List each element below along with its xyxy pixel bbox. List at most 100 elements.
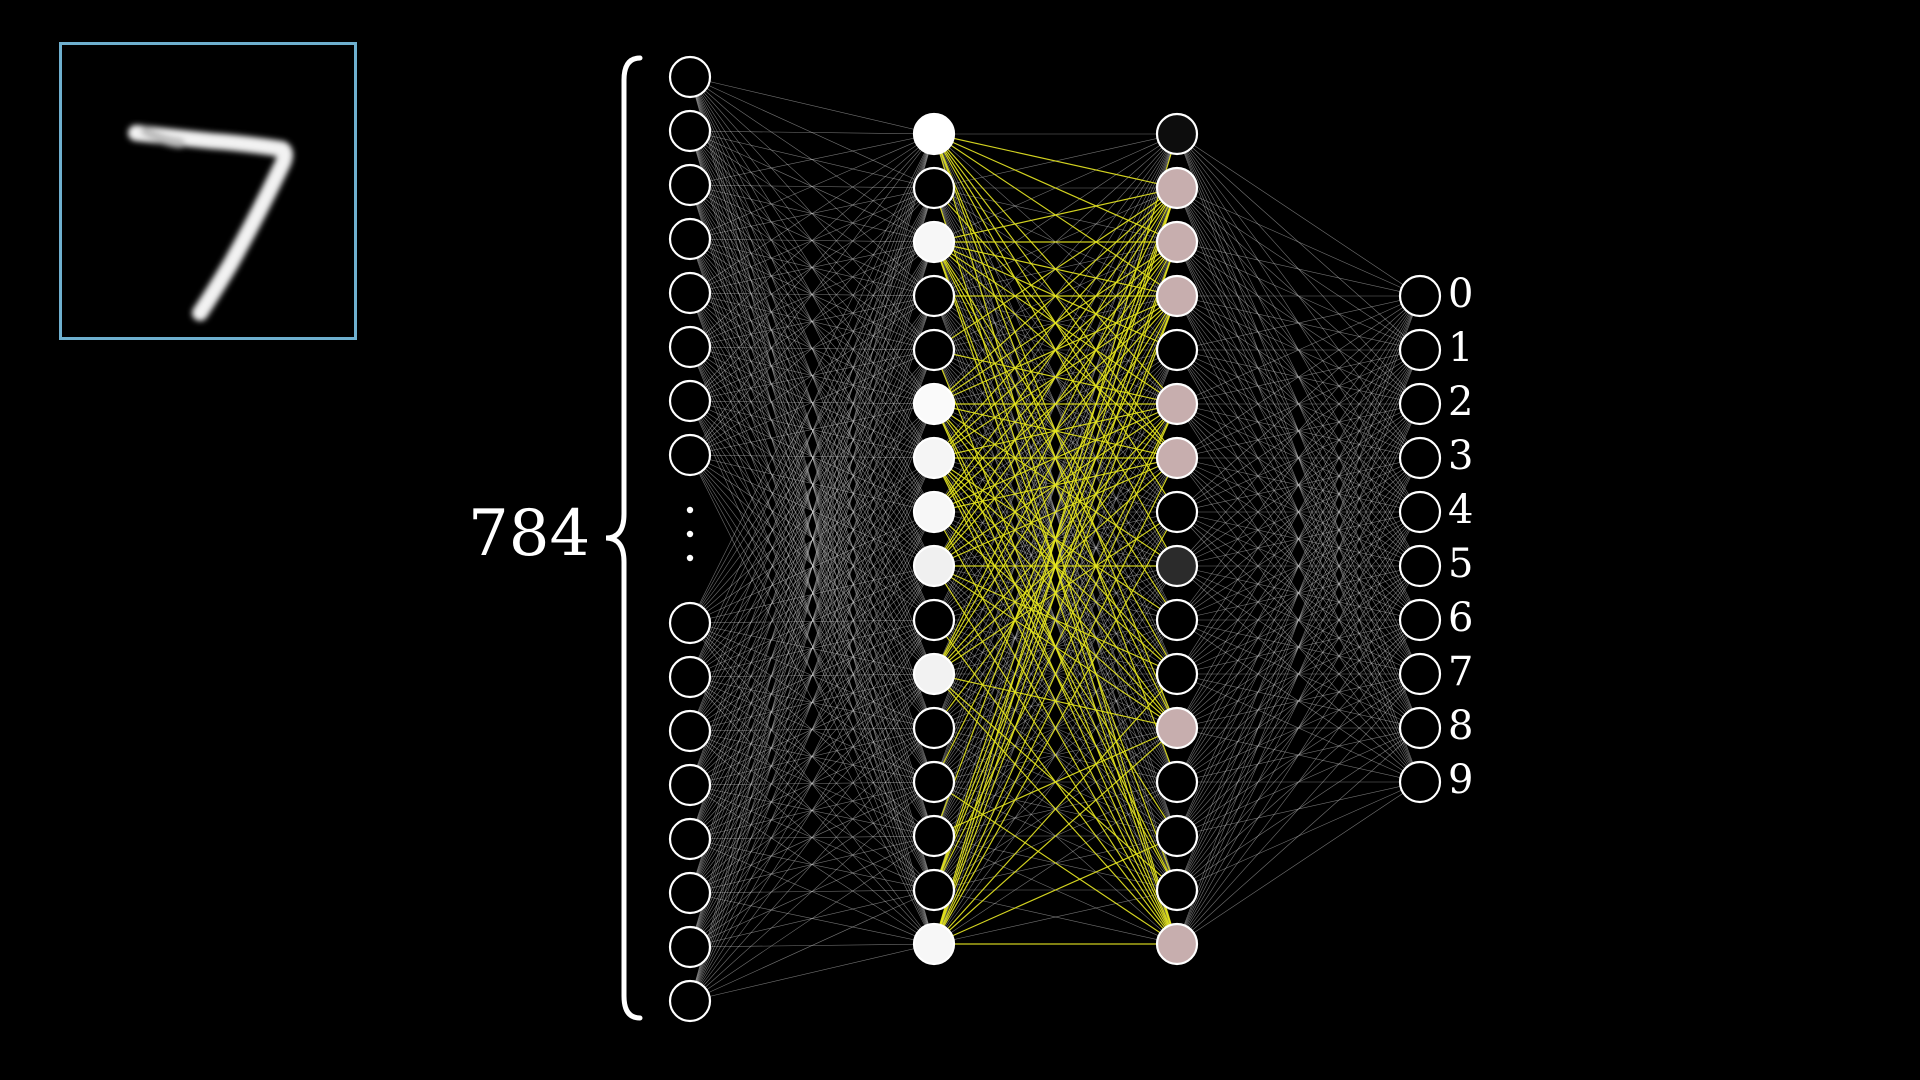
output-label-0: 0 [1448,271,1474,317]
edge-input-hidden1 [689,403,935,456]
hidden2-neuron [1155,868,1199,912]
edge-hidden2-output [1176,295,1421,405]
edge-highlight [933,187,1178,567]
edge-highlight [933,187,1178,513]
hidden2-neuron [1155,436,1199,480]
hidden1-neuron [912,922,956,966]
edge-input-hidden1 [689,133,935,240]
edge-input-hidden1 [689,133,935,624]
edge-input-hidden1 [689,187,935,1002]
edge-hidden2-output [1176,241,1421,297]
output-neuron [1398,760,1442,804]
hidden1-neuron [912,112,956,156]
edge-input-hidden1 [689,511,935,1002]
input-neuron [668,925,712,969]
curly-brace [605,55,643,1021]
hidden2-neuron [1155,166,1199,210]
edge-highlight [933,457,1178,945]
hidden1-neuron [912,868,956,912]
edge-input-hidden1 [689,349,935,1002]
hidden2-neuron [1155,328,1199,372]
input-neuron [668,817,712,861]
output-label-5: 5 [1448,541,1474,587]
edge-hidden2-output [1176,295,1421,459]
edge-input-hidden1 [689,454,935,783]
edge-hidden2-output [1176,619,1421,945]
edge-input-hidden1 [689,133,935,840]
output-neuron [1398,706,1442,750]
input-neuron [668,979,712,1023]
edge-input-hidden1 [689,130,935,135]
input-neuron [668,379,712,423]
input-neuron [668,433,712,477]
edge-highlight [933,187,1178,351]
edge-highlight [933,133,1178,189]
edge-highlight [933,835,1178,945]
edge-input-hidden1 [689,673,935,1002]
edge-input-hidden1 [689,454,935,459]
edge-highlight [933,295,1178,945]
edge-highlight [933,187,1178,837]
edge-input-hidden1 [689,727,935,1002]
hidden1-neuron [912,328,956,372]
edge-highlight [933,403,1178,945]
edge-input-hidden1 [689,133,935,732]
hidden2-neuron [1155,490,1199,534]
output-neuron [1398,598,1442,642]
input-neuron [668,109,712,153]
input-ellipsis-dot [686,506,694,514]
edge-highlight [933,673,1178,945]
output-label-8: 8 [1448,703,1474,749]
hidden1-neuron [912,814,956,858]
hidden2-neuron [1155,652,1199,696]
edge-input-hidden1 [689,454,935,675]
edge-hidden2-output [1176,295,1421,837]
edge-input-hidden1 [689,349,935,456]
edge-hidden2-output [1176,295,1421,351]
edges-highlight [933,133,1178,945]
edge-input-hidden1 [689,133,935,1002]
hidden1-neuron [912,436,956,480]
output-neuron [1398,436,1442,480]
edge-hidden2-output [1176,133,1421,297]
input-count-label: 784 [468,497,591,571]
hidden1-neuron [912,760,956,804]
edge-input-hidden1 [689,454,935,891]
edge-highlight [933,727,1178,945]
output-label-3: 3 [1448,433,1474,479]
edge-input-hidden1 [689,565,935,1002]
hidden2-neuron [1155,760,1199,804]
input-neuron [668,601,712,645]
edge-highlight [933,187,1178,405]
edge-input-hidden1 [689,76,935,135]
hidden1-neuron [912,166,956,210]
edge-hidden2-output [1176,349,1421,945]
edge-highlight [933,241,1178,945]
output-label-1: 1 [1448,325,1474,371]
edge-input-hidden1 [689,133,935,294]
edge-input-hidden1 [689,133,935,678]
edge-hidden2-output [1176,457,1421,945]
edge-input-hidden1 [689,133,935,948]
edge-hidden2-output [1176,565,1421,945]
edge-input-hidden1 [689,454,935,513]
edge-input-hidden1 [689,133,935,186]
input-neuron [668,271,712,315]
output-neuron [1398,544,1442,588]
edge-input-hidden1 [689,454,935,621]
edge-input-hidden1 [689,295,935,1002]
hidden2-neuron [1155,274,1199,318]
edge-highlight [933,187,1178,945]
input-brace [605,55,643,1021]
edge-hidden2-output [1176,295,1421,945]
edge-hidden2-output [1176,295,1421,621]
digit-seven-image [128,125,293,321]
output-neuron [1398,274,1442,318]
edge-hidden2-output [1176,511,1421,945]
edge-input-hidden1 [689,454,935,567]
edge-input-hidden1 [689,454,935,729]
output-neuron [1398,328,1442,372]
neurons [668,55,1442,1023]
edge-hidden2-output [1176,295,1421,891]
input-neuron [668,655,712,699]
